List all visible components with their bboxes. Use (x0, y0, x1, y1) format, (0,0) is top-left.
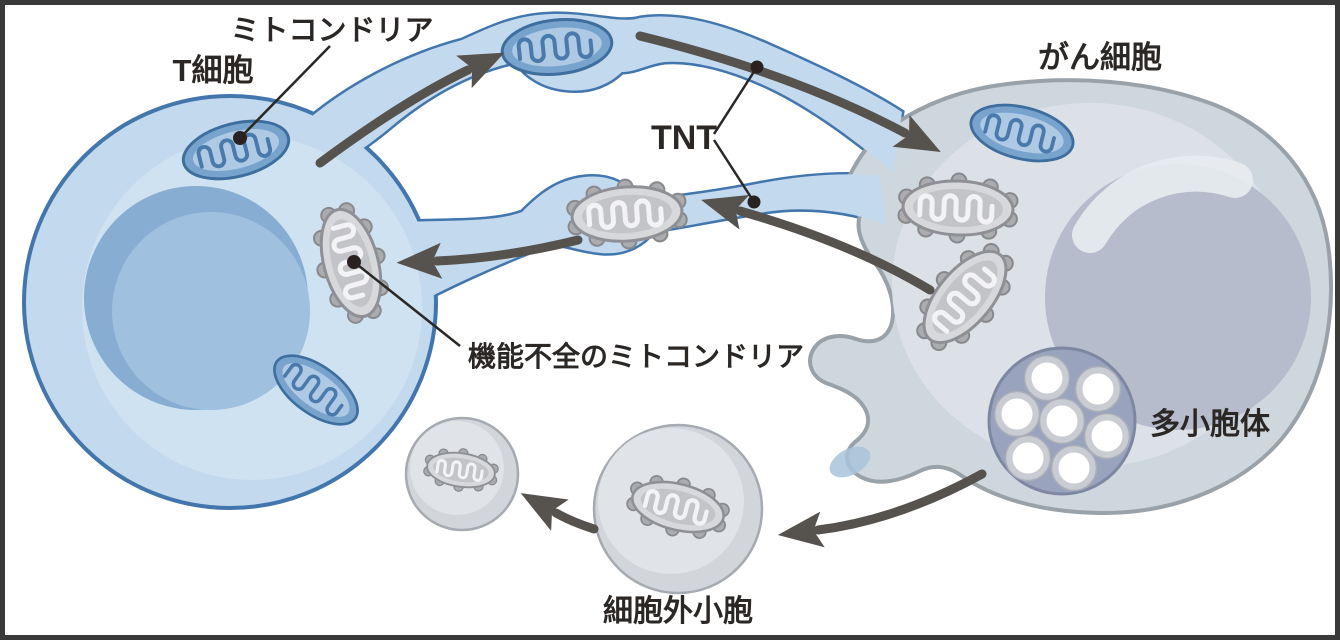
arrow-t-cell-to-tnt (315, 52, 505, 168)
arrow-cancer-cell-to-tnt (701, 194, 935, 295)
leader-lines (239, 45, 759, 347)
nucleus-highlight (1072, 155, 1253, 253)
label-tnt: TNT (651, 119, 717, 157)
extracellular-vesicle-large (592, 423, 764, 595)
arrow-tnt-to-cancer-cell (635, 31, 941, 152)
label-cancer-cell: がん細胞 (1038, 40, 1162, 75)
arrow-cancer-cell-to-vesicle (777, 469, 987, 548)
cancer-cell-nucleus (1045, 155, 1311, 430)
label-t-cell: T細胞 (173, 53, 254, 88)
multivesicular-body (987, 346, 1137, 496)
label-extracellular-vesicle: 細胞外小胞 (603, 595, 753, 628)
label-multivesicular-body: 多小胞体 (1150, 408, 1271, 441)
t-cell-nucleus (84, 186, 310, 410)
arrow-tnt-to-t-cell (396, 235, 583, 279)
arrow-vesicle-to-vesicle (520, 493, 599, 534)
extracellular-vesicle-small (404, 416, 520, 532)
cancer-protrusion-tip (829, 446, 871, 478)
label-dysfunctional-mitochondria: 機能不全のミトコンドリア (468, 340, 804, 372)
label-mitochondria: ミトコンドリア (230, 15, 433, 47)
transfer-arrows (315, 31, 987, 548)
leader-dots (233, 60, 764, 269)
